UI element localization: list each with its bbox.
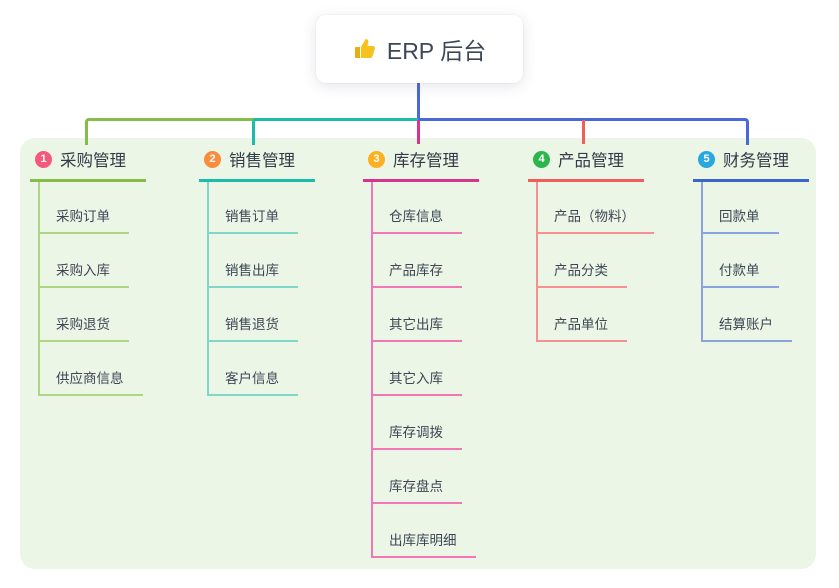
branch-children-list: 采购订单采购入库采购退货供应商信息 (38, 182, 200, 396)
child-topic[interactable]: 销售出库 (209, 234, 298, 288)
branch-number-badge: 3 (368, 150, 385, 168)
child-topic[interactable]: 采购订单 (40, 182, 129, 234)
root-connector-line (417, 83, 420, 121)
connector-branch-3 (417, 120, 420, 144)
branch-label: 采购管理 (60, 152, 126, 170)
branch-children-list: 仓库信息产品库存其它出库其它入库库存调拨库存盘点出库库明细 (371, 182, 533, 558)
child-topic[interactable]: 回款单 (703, 182, 779, 234)
child-topic[interactable]: 销售订单 (209, 182, 298, 234)
branch-number-badge: 5 (698, 150, 715, 168)
connector-branch-4 (582, 120, 585, 144)
branch-node-sales[interactable]: 2 销售管理 (199, 142, 315, 182)
branch-number-badge: 4 (533, 150, 550, 168)
child-topic[interactable]: 付款单 (703, 234, 779, 288)
root-node[interactable]: ERP 后台 (316, 15, 523, 83)
branch-column-2: 2 销售管理 销售订单销售出库销售退货客户信息 (199, 142, 369, 396)
child-topic[interactable]: 出库库明细 (373, 504, 476, 558)
connector-branch-5 (418, 118, 749, 145)
child-topic[interactable]: 销售退货 (209, 288, 298, 342)
root-node-label: ERP 后台 (386, 38, 487, 64)
branch-label: 销售管理 (229, 152, 295, 170)
child-topic[interactable]: 库存盘点 (373, 450, 462, 504)
branch-children-list: 销售订单销售出库销售退货客户信息 (207, 182, 369, 396)
branch-number-badge: 1 (35, 150, 52, 168)
child-topic[interactable]: 产品库存 (373, 234, 462, 288)
thumbs-up-icon (353, 37, 377, 61)
child-topic[interactable]: 库存调拨 (373, 396, 462, 450)
connector-branch-2 (252, 118, 418, 145)
child-topic[interactable]: 供应商信息 (40, 342, 143, 396)
branch-column-5: 5 财务管理 回款单付款单结算账户 (693, 142, 839, 342)
branch-label: 财务管理 (723, 152, 789, 170)
child-topic[interactable]: 结算账户 (703, 288, 792, 342)
branch-children-list: 产品（物料）产品分类产品单位 (536, 182, 698, 342)
connector-branch-1 (85, 118, 255, 145)
branch-children-list: 回款单付款单结算账户 (701, 182, 839, 342)
child-topic[interactable]: 采购入库 (40, 234, 129, 288)
branch-column-1: 1 采购管理 采购订单采购入库采购退货供应商信息 (30, 142, 200, 396)
child-topic[interactable]: 其它入库 (373, 342, 462, 396)
branch-number-badge: 2 (204, 150, 221, 168)
branch-node-product[interactable]: 4 产品管理 (528, 142, 644, 182)
branch-node-purchase[interactable]: 1 采购管理 (30, 142, 146, 182)
child-topic[interactable]: 产品（物料） (538, 182, 654, 234)
branch-node-inventory[interactable]: 3 库存管理 (363, 142, 479, 182)
child-topic[interactable]: 仓库信息 (373, 182, 462, 234)
child-topic[interactable]: 客户信息 (209, 342, 298, 396)
branch-label: 库存管理 (393, 152, 459, 170)
child-topic[interactable]: 其它出库 (373, 288, 462, 342)
branch-area-panel (20, 138, 816, 569)
branch-label: 产品管理 (558, 152, 624, 170)
branch-column-4: 4 产品管理 产品（物料）产品分类产品单位 (528, 142, 698, 342)
child-topic[interactable]: 产品单位 (538, 288, 627, 342)
child-topic[interactable]: 产品分类 (538, 234, 627, 288)
branch-node-finance[interactable]: 5 财务管理 (693, 142, 809, 182)
child-topic[interactable]: 采购退货 (40, 288, 129, 342)
branch-column-3: 3 库存管理 仓库信息产品库存其它出库其它入库库存调拨库存盘点出库库明细 (363, 142, 533, 558)
